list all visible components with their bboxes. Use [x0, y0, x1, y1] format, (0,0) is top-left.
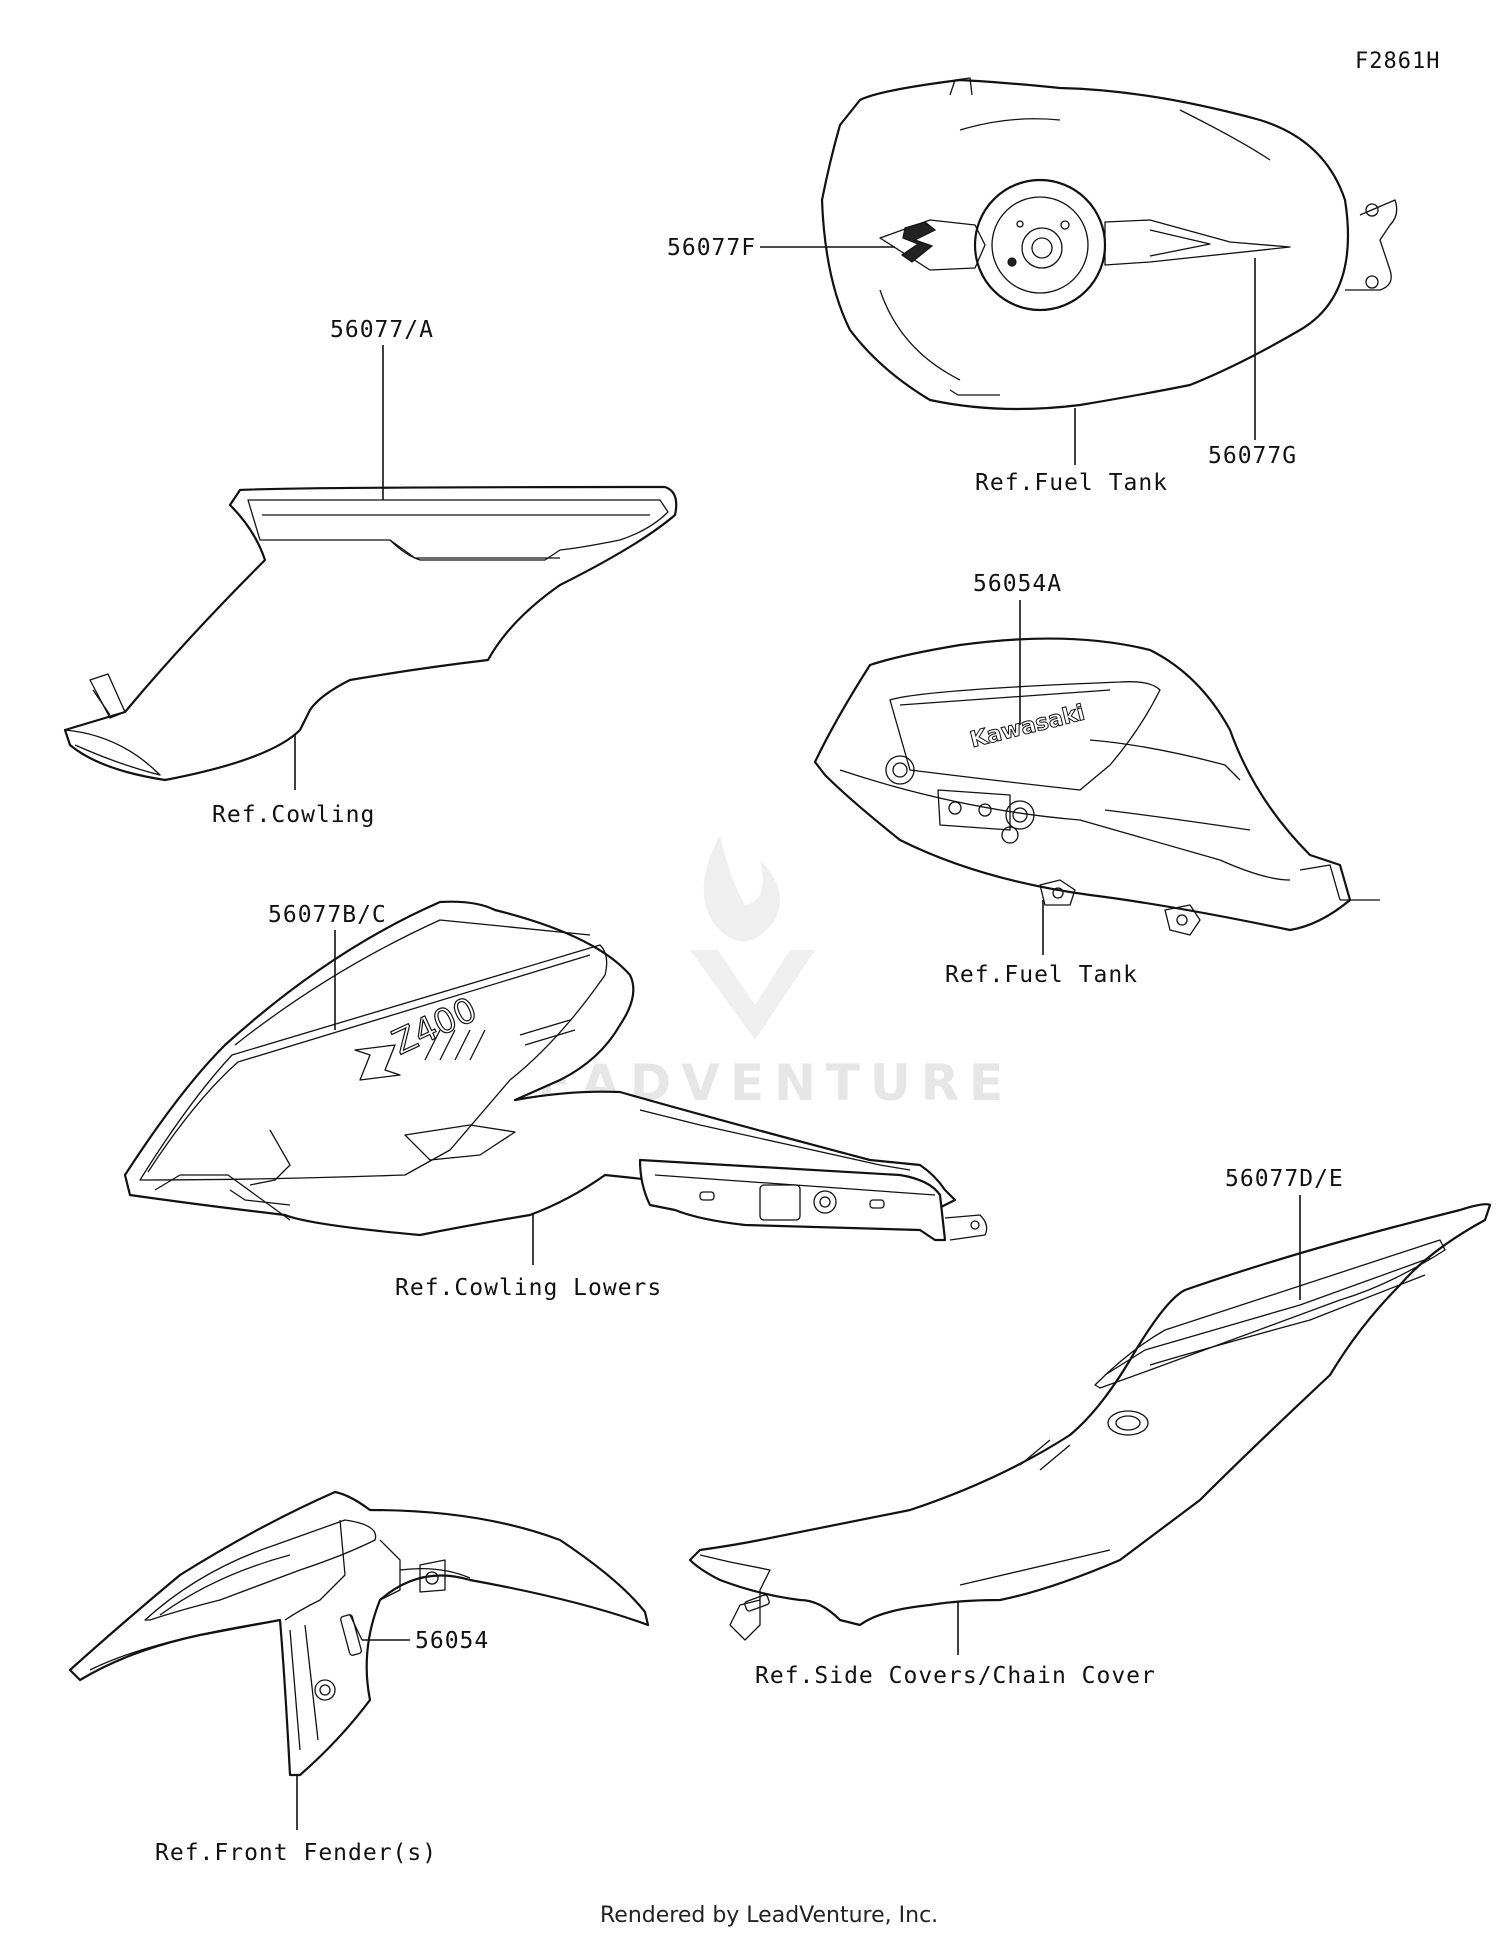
footer-credit: Rendered by LeadVenture, Inc.: [600, 1903, 938, 1928]
callout-56077g: 56077G: [1208, 443, 1297, 469]
fuel-tank-top-view: [820, 77, 1398, 411]
ref-side-covers: Ref.Side Covers/Chain Cover: [755, 1663, 1156, 1689]
figure-code: F2861H: [1355, 49, 1440, 74]
ref-fuel-tank-top: Ref.Fuel Tank: [975, 470, 1168, 496]
callout-56054a: 56054A: [973, 571, 1062, 597]
ref-cowling-lowers: Ref.Cowling Lowers: [395, 1275, 662, 1301]
watermark-logo: [690, 835, 815, 1040]
side-cover: [688, 1203, 1492, 1641]
cowling: [63, 485, 678, 782]
callout-56054: 56054: [415, 1628, 489, 1654]
callout-56077d-e: 56077D/E: [1225, 1166, 1344, 1192]
front-fender: [68, 1490, 650, 1777]
callout-56077f: 56077F: [667, 235, 756, 261]
callout-56077-a: 56077/A: [330, 317, 434, 343]
fuel-tank-side-view: Kawasaki: [813, 637, 1380, 936]
cowling-lowers: Z400: [123, 900, 988, 1242]
callout-56077b-c: 56077B/C: [268, 902, 387, 928]
ref-fuel-tank-side: Ref.Fuel Tank: [945, 962, 1138, 988]
ref-cowling: Ref.Cowling: [212, 802, 375, 828]
ref-front-fender: Ref.Front Fender(s): [155, 1840, 437, 1866]
